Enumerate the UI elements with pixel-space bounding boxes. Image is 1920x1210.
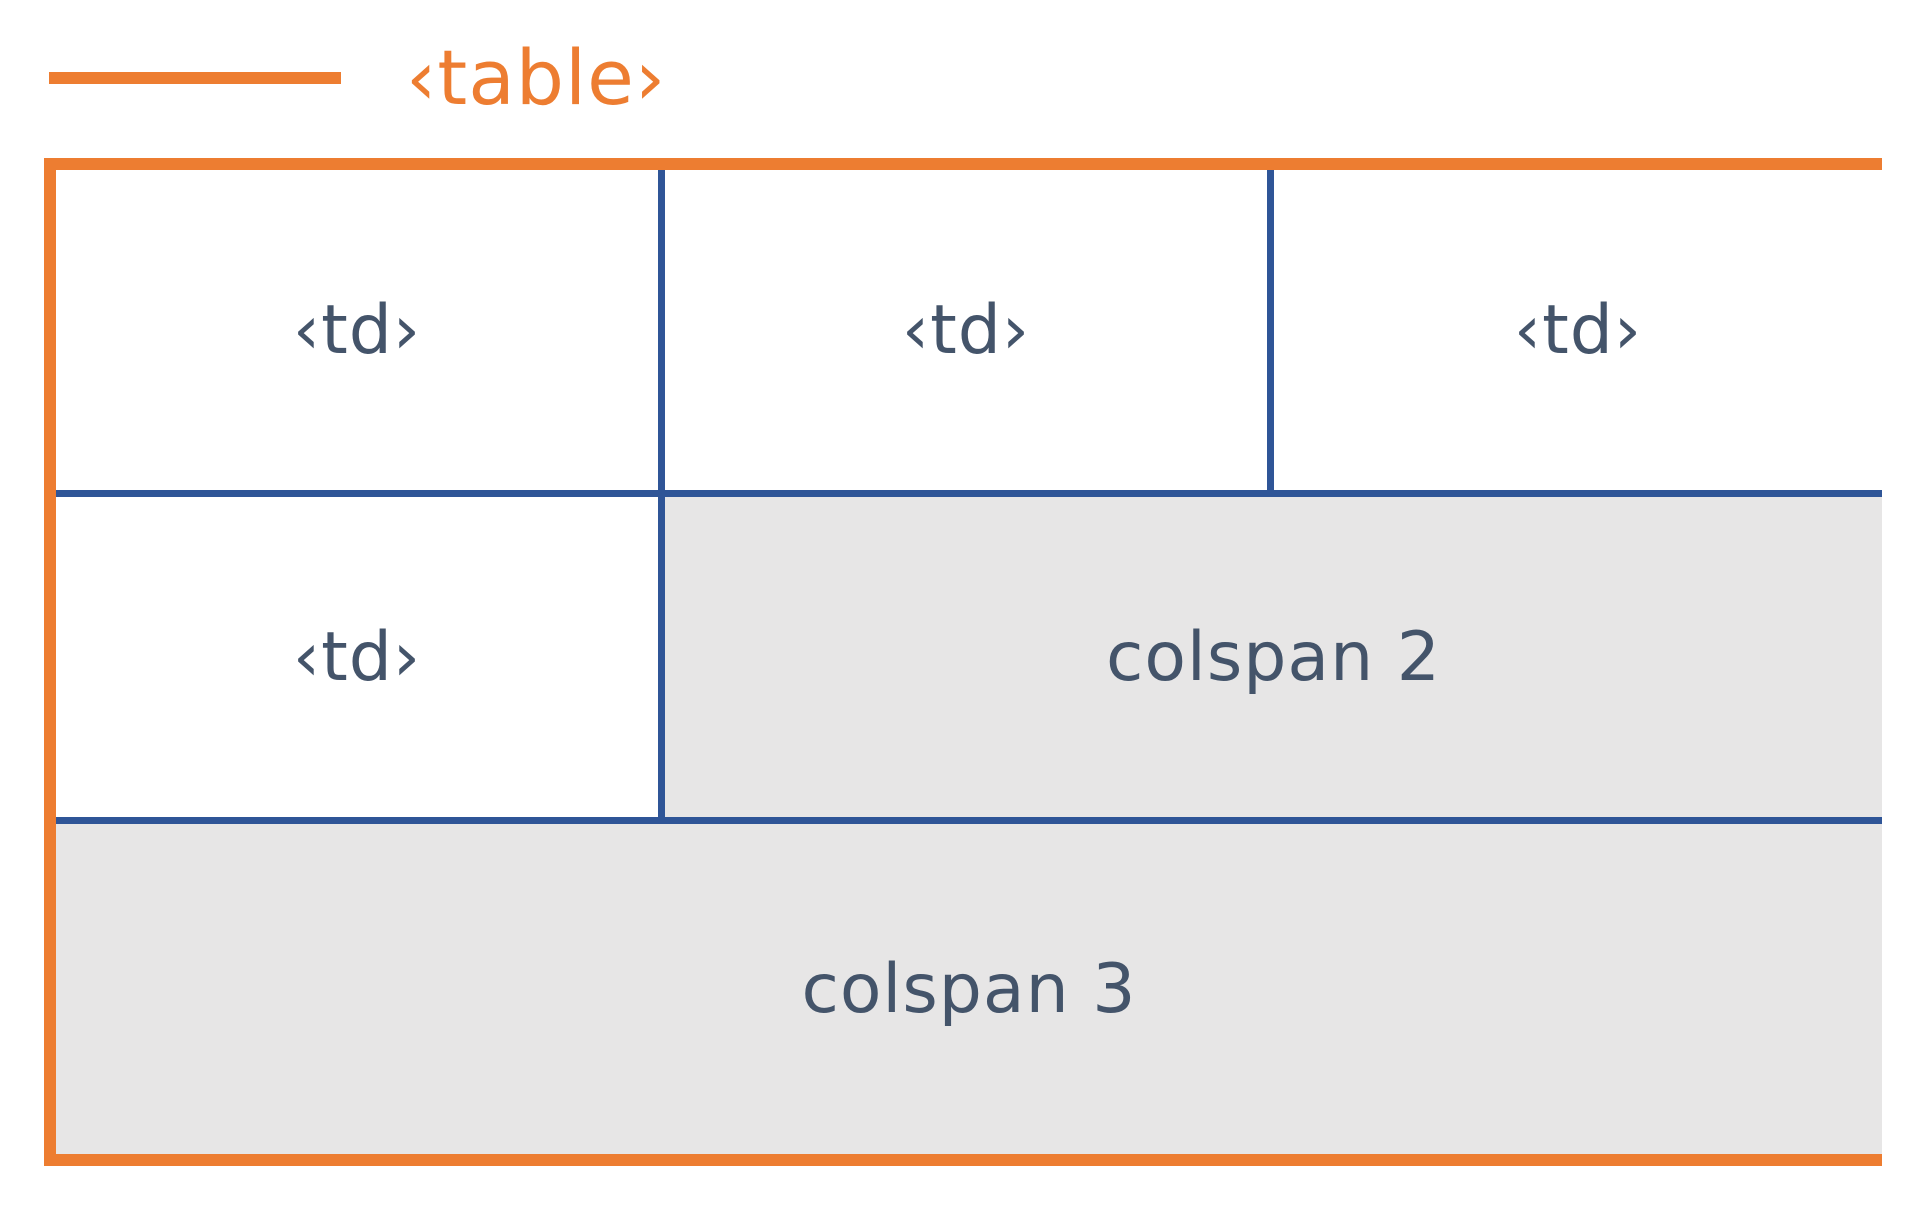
table-legend-label: ‹table› bbox=[406, 33, 667, 122]
cell-r1c2: ‹td› bbox=[665, 170, 1274, 497]
table-legend: ‹table› bbox=[49, 28, 666, 128]
table-diagram: ‹td› ‹td› ‹td› ‹td› colspan 2 colspan 3 bbox=[44, 158, 1882, 1166]
cell-r2c1: ‹td› bbox=[56, 497, 665, 824]
cell-r1c3: ‹td› bbox=[1274, 170, 1882, 497]
cell-r2-colspan-2: colspan 2 bbox=[665, 497, 1882, 824]
cell-r3-colspan-3: colspan 3 bbox=[56, 824, 1882, 1154]
cell-r1c1: ‹td› bbox=[56, 170, 665, 497]
table-legend-line bbox=[49, 72, 341, 84]
